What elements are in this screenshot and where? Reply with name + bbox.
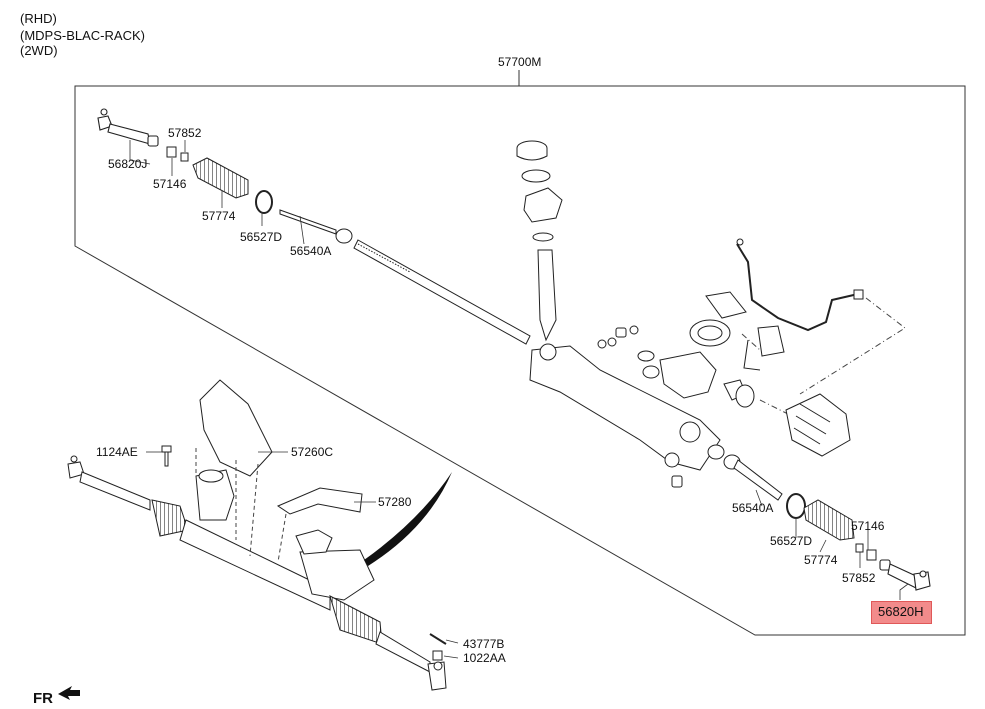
label-inner-rod-left[interactable]: 56540A: [290, 244, 331, 258]
jam-nut-b-left-shape[interactable]: [166, 146, 177, 158]
tie-rod-end-left-shape[interactable]: [97, 108, 159, 147]
header-line-rhd: (RHD): [20, 11, 57, 26]
label-bolt[interactable]: 1124AE: [96, 445, 138, 459]
callout-arrow: [364, 472, 452, 566]
jam-nut-a-right-shape[interactable]: [855, 543, 864, 553]
label-inner-rod-right[interactable]: 56540A: [732, 501, 773, 515]
label-boot-right[interactable]: 57774: [804, 553, 838, 567]
inner-rod-right-shape[interactable]: [723, 454, 783, 501]
assembled-view-shape[interactable]: [67, 455, 447, 691]
label-assembly[interactable]: 57700M: [498, 55, 541, 69]
fr-arrow-icon: [58, 686, 80, 700]
rack-shape[interactable]: [353, 239, 531, 345]
label-jam-nut-b-right[interactable]: 57146: [851, 519, 885, 533]
jam-nut-a-left-shape[interactable]: [180, 152, 189, 162]
wiring-harness-shape: [736, 243, 859, 332]
bracket-shape[interactable]: [276, 487, 363, 515]
label-bracket[interactable]: 57280: [378, 495, 412, 509]
gear-housing-shape[interactable]: [529, 343, 721, 471]
small-parts-shape[interactable]: [597, 325, 755, 488]
leader-lines: [129, 140, 909, 659]
label-clip-left[interactable]: 56527D: [240, 230, 282, 244]
boot-left-shape[interactable]: [192, 157, 249, 199]
label-heat-shield[interactable]: 57260C: [291, 445, 333, 459]
label-jam-nut-b-left[interactable]: 57146: [153, 177, 187, 191]
clip-right-shape[interactable]: [786, 493, 806, 519]
label-jam-nut-a-right[interactable]: 57852: [842, 571, 876, 585]
label-clip-right[interactable]: 56527D: [770, 534, 812, 548]
tie-rod-end-right-shape[interactable]: [879, 559, 931, 591]
cotter-pin-shape[interactable]: [429, 633, 447, 645]
label-boot-left[interactable]: 57774: [202, 209, 236, 223]
jam-nut-b-right-shape[interactable]: [866, 549, 877, 561]
guide-lines: [741, 297, 906, 421]
inner-rod-left-shape[interactable]: [279, 209, 353, 244]
header-line-type: (MDPS-BLAC-RACK): [20, 28, 145, 43]
lower-guide-lines: [195, 448, 287, 563]
heat-shield-shape[interactable]: [199, 379, 273, 477]
assembly-frame: [74, 85, 966, 636]
label-castle-nut[interactable]: 1022AA: [463, 651, 506, 665]
motor-gear-shape[interactable]: [689, 291, 785, 371]
highlight-box[interactable]: [871, 601, 932, 624]
motor-unit-shape[interactable]: [785, 393, 851, 457]
pinion-stack-shape[interactable]: [516, 140, 563, 342]
header-line-drive: (2WD): [20, 43, 58, 58]
boot-right-shape[interactable]: [803, 499, 855, 541]
label-tie-rod-end-left[interactable]: 56820J: [108, 157, 147, 171]
direction-label: FR: [33, 690, 53, 707]
label-jam-nut-a-left[interactable]: 57852: [168, 126, 202, 140]
label-cotter-pin[interactable]: 43777B: [463, 637, 504, 651]
castle-nut-shape[interactable]: [432, 650, 443, 661]
label-tie-rod-end-right[interactable]: 56820H: [878, 604, 924, 619]
bolt-shape[interactable]: [161, 445, 172, 467]
clip-left-shape[interactable]: [255, 190, 273, 214]
